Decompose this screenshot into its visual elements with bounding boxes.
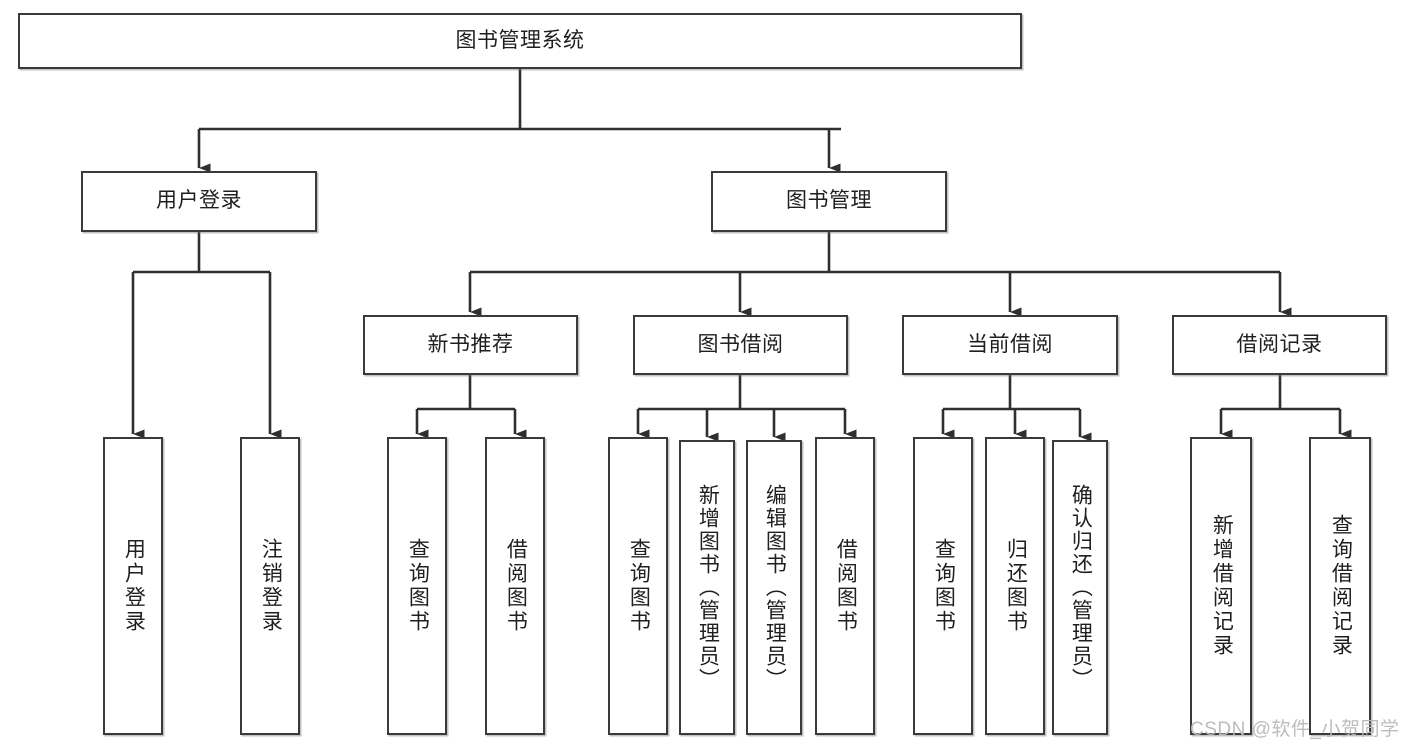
- leaf-node[interactable]: 新增借阅记录: [1190, 437, 1252, 735]
- leaf-node[interactable]: 借阅图书: [815, 437, 875, 735]
- level3-node[interactable]: 图书借阅: [633, 315, 848, 375]
- leaf-node[interactable]: 查询图书: [913, 437, 973, 735]
- leaf-node[interactable]: 用户登录: [103, 437, 163, 735]
- leaf-node[interactable]: 新增图书（管理员）: [679, 440, 735, 735]
- node-label: 编辑图书（管理员）: [763, 484, 787, 691]
- node-label: 新增借阅记录: [1210, 514, 1234, 658]
- leaf-node[interactable]: 查询图书: [608, 437, 668, 735]
- node-label: 新增图书（管理员）: [696, 484, 720, 691]
- leaf-node[interactable]: 查询借阅记录: [1309, 437, 1371, 735]
- node-label: 用户登录: [122, 538, 146, 634]
- level2-node[interactable]: 图书管理: [711, 171, 947, 232]
- node-label: 图书管理系统: [455, 28, 585, 52]
- root-node[interactable]: 图书管理系统: [18, 13, 1022, 69]
- level3-node[interactable]: 新书推荐: [363, 315, 578, 375]
- node-label: 查询图书: [406, 538, 430, 634]
- node-label: 注销登录: [259, 538, 283, 634]
- leaf-node[interactable]: 编辑图书（管理员）: [746, 440, 802, 735]
- leaf-node[interactable]: 归还图书: [985, 437, 1045, 735]
- node-label: 查询图书: [932, 538, 956, 634]
- node-label: 新书推荐: [427, 332, 514, 356]
- node-label: 用户登录: [156, 189, 242, 213]
- node-label: 借阅记录: [1236, 332, 1323, 356]
- node-label: 确认归还（管理员）: [1069, 484, 1093, 691]
- leaf-node[interactable]: 借阅图书: [485, 437, 545, 735]
- node-label: 查询图书: [627, 538, 651, 634]
- node-label: 查询借阅记录: [1329, 514, 1353, 658]
- node-label: 借阅图书: [504, 538, 528, 634]
- node-label: 图书管理: [786, 189, 872, 213]
- level2-node[interactable]: 用户登录: [81, 171, 317, 232]
- node-label: 归还图书: [1004, 538, 1028, 634]
- leaf-node[interactable]: 注销登录: [240, 437, 300, 735]
- node-label: 当前借阅: [967, 332, 1053, 356]
- level3-node[interactable]: 借阅记录: [1172, 315, 1387, 375]
- level3-node[interactable]: 当前借阅: [902, 315, 1118, 375]
- leaf-node[interactable]: 确认归还（管理员）: [1052, 440, 1108, 735]
- node-label: 借阅图书: [834, 538, 858, 634]
- csdn-watermark: CSDN @软件_小贺同学: [1190, 719, 1400, 740]
- leaf-node[interactable]: 查询图书: [387, 437, 447, 735]
- node-label: 图书借阅: [697, 332, 784, 356]
